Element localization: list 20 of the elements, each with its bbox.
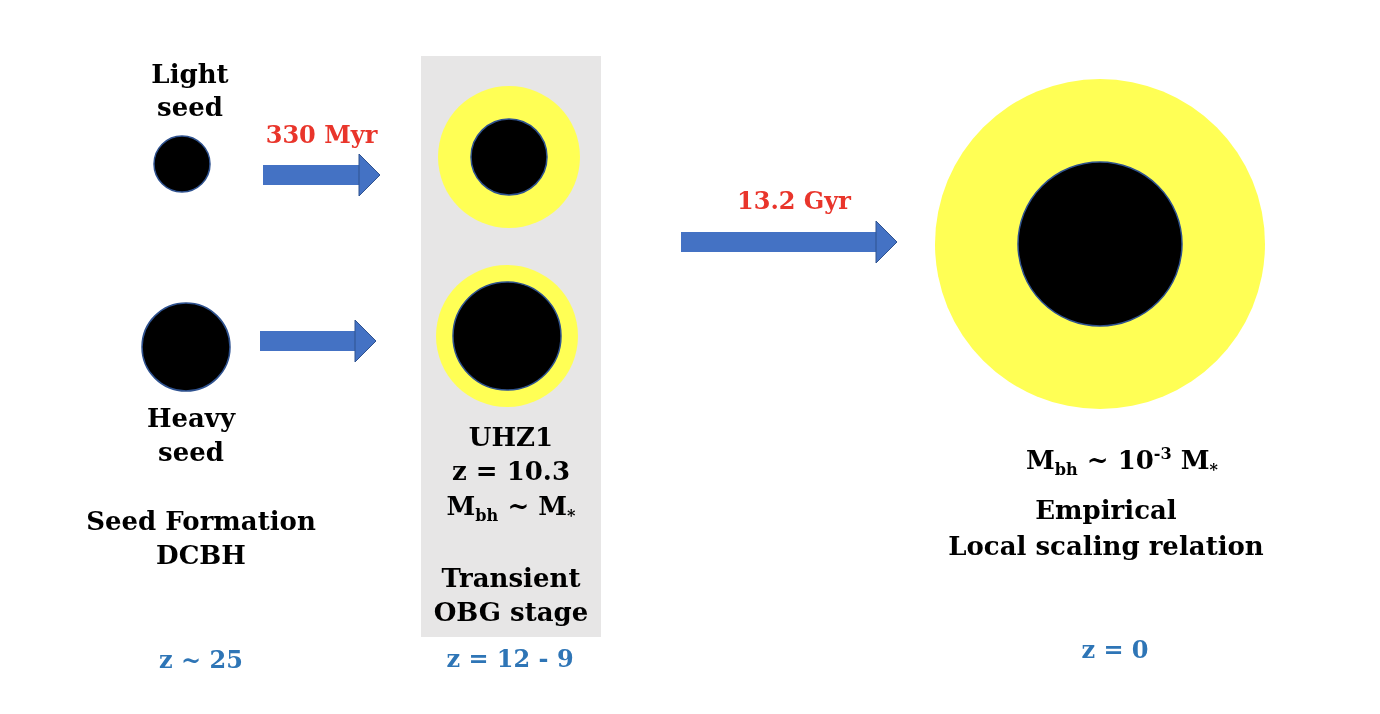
seed-label: Light seed [151, 59, 229, 122]
redshift-label: z ~ 25 [159, 645, 243, 674]
redshift-label: z = 12 - 9 [446, 644, 574, 673]
redshift-value: z = 10.3 [452, 456, 570, 486]
relation-label: Empirical [1035, 495, 1177, 525]
concentric-circles [934, 78, 1266, 410]
object-name: UHZ1 [468, 422, 554, 452]
relation-label: Local scaling relation [948, 531, 1264, 561]
mass-relation: M$_{bh}$ ~ 10$^{-3}$ M$_{*}$ [1026, 445, 1218, 475]
stage-caption: Seed Formation DCBH [86, 506, 316, 570]
redshift-label: z = 0 [1081, 635, 1149, 664]
mass-relation: M$_{bh}$ ~ M$_{*}$ [446, 491, 576, 521]
block-arrow [263, 153, 381, 197]
stage-label: Transient OBG stage [433, 563, 589, 627]
concentric-circles [437, 85, 581, 229]
concentric-circles [435, 264, 579, 408]
block-arrow [681, 220, 898, 264]
block-arrow [260, 319, 377, 363]
stage-panel [421, 56, 601, 637]
seed-label: Heavy seed [146, 403, 236, 467]
